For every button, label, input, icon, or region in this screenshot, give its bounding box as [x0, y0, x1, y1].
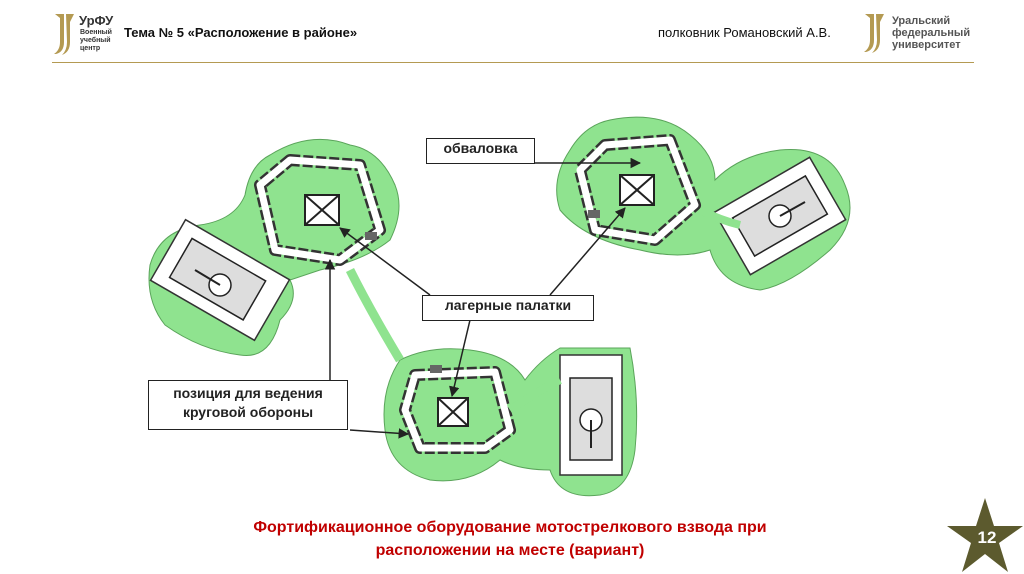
- urfu-military-logo: УрФУ Военный учебный центр: [52, 12, 122, 58]
- slide-header: УрФУ Военный учебный центр Тема № 5 «Рас…: [0, 0, 1024, 63]
- logo-left-title: УрФУ: [79, 13, 114, 28]
- label-camp-tents: лагерные палатки: [422, 295, 594, 321]
- label-embankment: обваловка: [426, 138, 535, 164]
- platoon-fortification-diagram: [148, 116, 851, 497]
- label-perimeter-defense-position: позиция для ведения круговой обороны: [148, 380, 348, 430]
- topic-title: Тема № 5 «Расположение в районе»: [124, 25, 358, 40]
- right-vehicle-path: [698, 206, 741, 229]
- page-number: 12: [977, 528, 997, 547]
- star-icon: [947, 498, 1023, 572]
- logo-right-text: Уральский федеральный университет: [892, 15, 971, 51]
- bottom-squad-position: [383, 347, 638, 497]
- urfu-logo-icon: [54, 14, 74, 55]
- arrow-tents-to-bottom: [449, 319, 471, 398]
- left-bottom-path: [345, 267, 404, 363]
- arrow-position-to-bottom: [349, 428, 410, 439]
- arrow-tents-to-right: [549, 207, 626, 296]
- arrow-tents-to-left: [339, 227, 431, 296]
- logo-left-subtitle: Военный учебный центр: [80, 29, 112, 52]
- urfu-logo-icon: [864, 14, 884, 53]
- right-squad-position: [556, 116, 851, 291]
- urfu-university-logo: Уральский федеральный университет: [862, 12, 982, 56]
- author-name: полковник Романовский А.В.: [658, 25, 831, 40]
- left-squad-position: [148, 138, 400, 357]
- header-divider: [52, 62, 974, 63]
- slide-caption: Фортификационное оборудование мотострелк…: [253, 519, 767, 559]
- bottom-right-path: [507, 376, 562, 414]
